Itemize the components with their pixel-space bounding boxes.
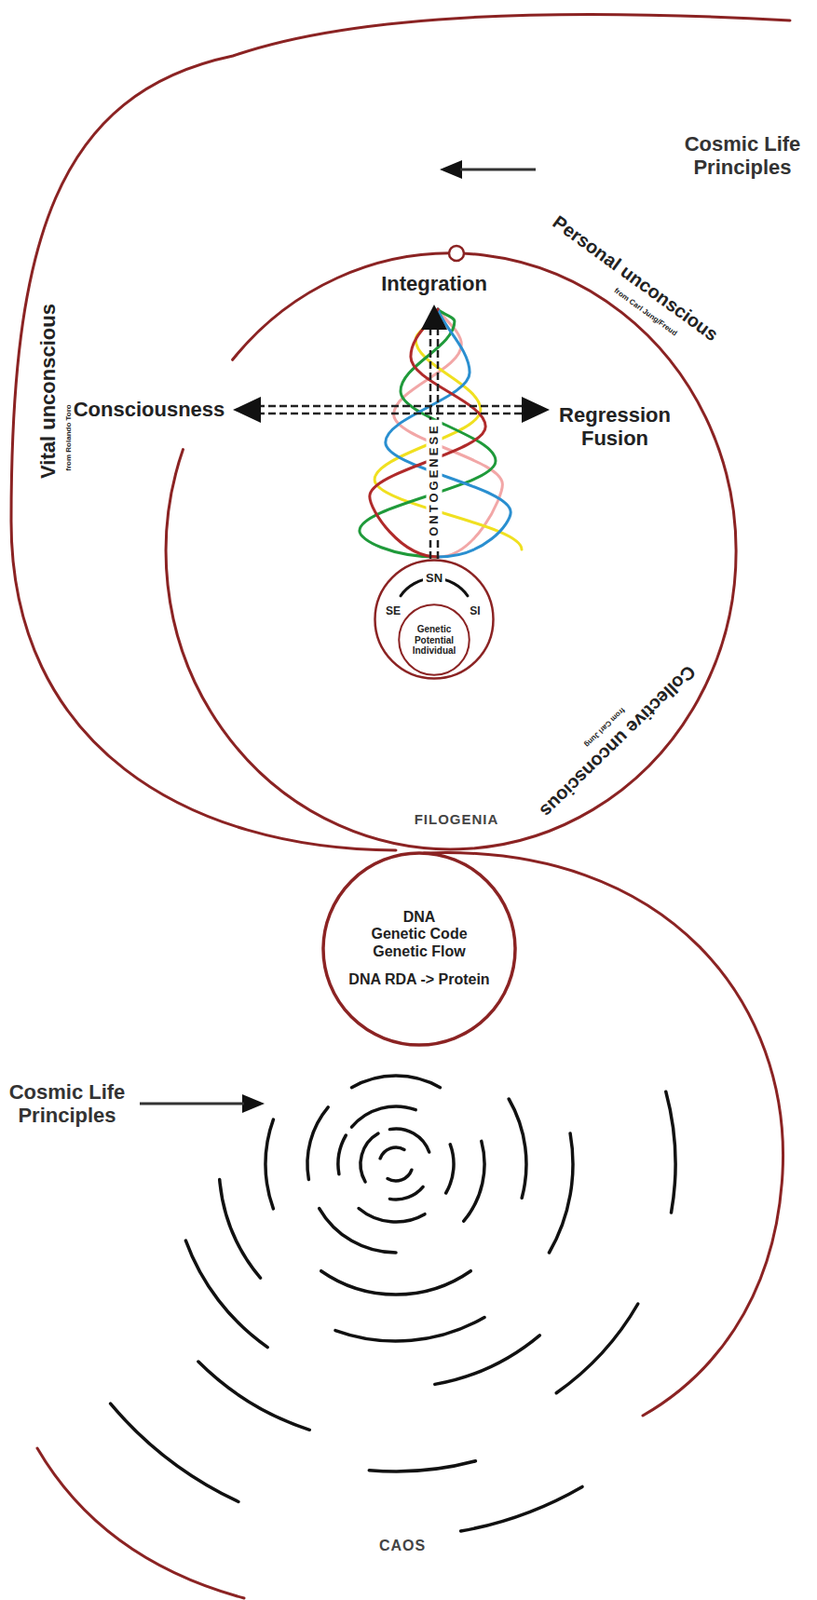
pointer-arrow [139,1102,245,1106]
circle-text: Genetic Code [370,926,467,944]
chaos-arc [335,1318,485,1343]
chaos-arc [338,1135,346,1175]
circle-text: FILOGENIA [414,811,500,828]
circle-text: SN [422,571,446,587]
chaos-arc [556,1304,639,1394]
side-note: Cosmic Life Principles [1,1080,133,1129]
arrowheads [232,160,550,1114]
chaos-arc [461,1486,583,1532]
arrowhead [242,1094,265,1114]
chaos-arc [387,1170,412,1182]
circle-outline [375,560,494,680]
region-label: Vital unconscious [36,303,60,479]
text-stack: Genetic PotentialIndividual [405,624,463,657]
helix-strand [394,309,504,558]
chaos-arc [219,1180,261,1280]
genetic-potential-circle: Genetic PotentialIndividual [397,603,471,677]
arrowhead [439,160,463,179]
text-stack: DNAGenetic CodeGenetic FlowDNA RDA -> Pr… [348,909,490,990]
outer-spiral [11,14,790,851]
circle-text: SI [469,605,480,619]
helix-strand [374,312,522,550]
chaos-arc [319,1209,396,1254]
circle-text: SE [385,605,401,619]
axis-lines [257,327,526,559]
arrowhead [232,396,261,423]
helix-strand [359,309,496,558]
chaos-arc [265,1119,273,1210]
pointer-arrow [460,168,536,172]
system-circle: Genetic PotentialIndividual SN SE SI [373,558,495,681]
helix [359,309,522,558]
circle-outline [323,853,516,1046]
dashed-axis [257,412,526,416]
circle-text: Genetic Potential [405,624,463,646]
circle-text: DNA RDA -> Protein [348,971,490,989]
region-label: Collective unconscious [535,661,700,822]
circle-text: Genetic Flow [372,943,466,961]
circle-text: DNA [403,909,436,926]
axis-label: Integration [381,272,488,296]
arrowhead [521,396,550,423]
chaos-arc [463,1141,485,1222]
chaos-arc [110,1403,239,1502]
axis-label: Regression Fusion [554,403,676,451]
circle-text: Individual [412,645,457,657]
helix-strand [369,309,486,558]
chaos-arc [321,1271,472,1295]
chaos-arc [358,1209,425,1224]
helix-strand [385,309,511,558]
chaos-arc [198,1361,310,1430]
chaos-arc [352,1106,417,1128]
chaos-arcs [110,1075,676,1532]
chaos-arc [508,1099,527,1199]
pointer-lines [139,169,536,1104]
chaos-arc [307,1107,328,1181]
chaos-arc [666,1091,676,1213]
dashed-axis [257,405,526,409]
chaos-arc [446,1144,454,1194]
region-label: CAOS [379,1538,426,1555]
chaos-arc [352,1075,441,1089]
circle-outline [398,604,470,676]
chaos-arc [185,1240,268,1349]
chaos-arc [389,1129,429,1153]
side-note: Cosmic Life Principles [677,132,808,180]
circle-outline [165,253,736,850]
spiral-circle-outline [165,253,736,850]
chaos-arc [549,1133,573,1253]
chaos-arc [389,1186,423,1200]
dna-circle: DNAGenetic CodeGenetic FlowDNA RDA -> Pr… [321,851,518,1048]
chaos-arc [360,1133,379,1183]
chaos-arcs [185,1075,676,1472]
chaos-arc [435,1335,541,1386]
chaos-arc [368,1461,476,1472]
arrowhead [421,304,448,330]
axis-label: ONTOGENESE [426,420,443,540]
bottom-spiral [37,1448,245,1599]
filogenia-circle: Genetic PotentialIndividual SN SE SI FILOGEN… [165,253,736,850]
axis-label: Consciousness [73,397,226,422]
chaos-arc [380,1147,405,1159]
source-note: from Rolando Toro [64,404,73,471]
spiral [11,14,790,1599]
